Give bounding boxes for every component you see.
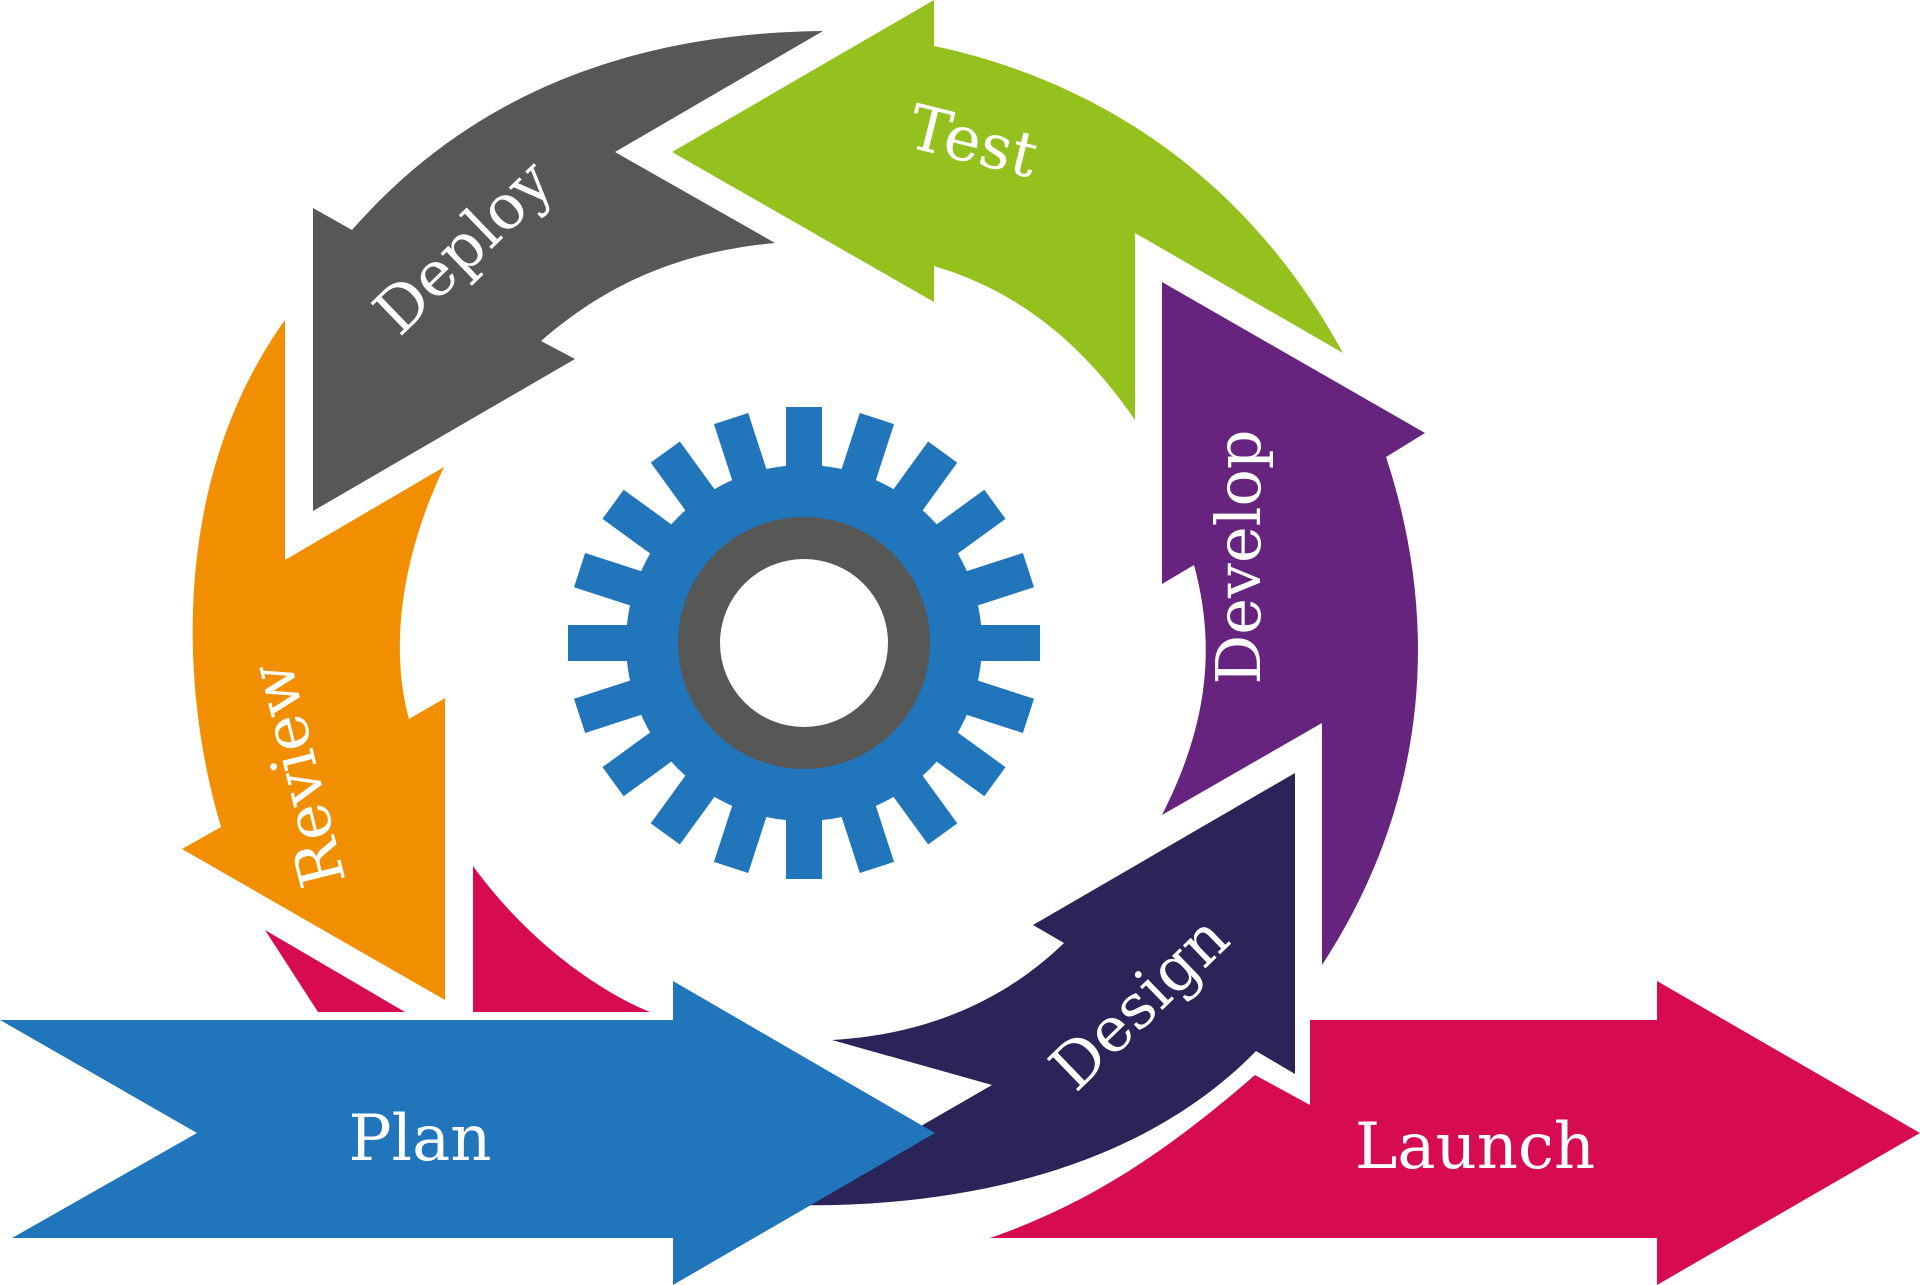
test-arrow: [672, 0, 1343, 420]
develop-label: Develop: [1202, 430, 1275, 685]
launch-wedge-left: [265, 930, 405, 1012]
launch-wedge-inner: [473, 866, 650, 1012]
deploy-arrow: [313, 31, 823, 511]
review-arrow: [182, 320, 445, 1000]
plan-label: Plan: [349, 1102, 492, 1176]
gear-icon: [568, 407, 1040, 879]
develop-arrow: [1162, 282, 1425, 965]
gear-hole: [720, 559, 888, 727]
launch-arrow: [990, 981, 1920, 1285]
plan-arrow: [0, 981, 935, 1285]
launch-label: Launch: [1355, 1110, 1595, 1184]
design-arrow: [784, 773, 1295, 1206]
